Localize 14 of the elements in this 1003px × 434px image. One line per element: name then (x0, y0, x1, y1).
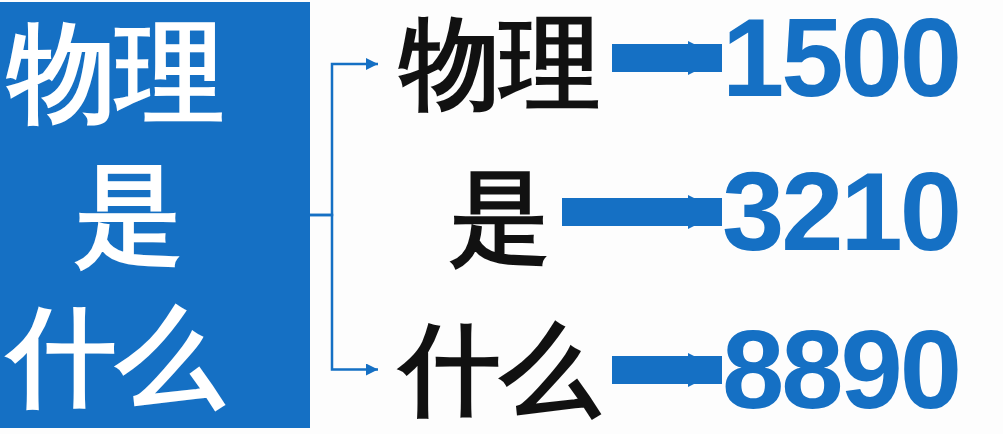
topic-word: 是 (449, 168, 551, 268)
title-text: 物理 (5, 19, 224, 127)
title-text: 什么 (0, 303, 224, 411)
title-box (0, 2, 310, 428)
topic-word: 什么 (378, 319, 622, 420)
topic-word: 物理 (397, 14, 601, 114)
block-arrow (612, 353, 722, 387)
title-text: 是 (73, 161, 183, 269)
number-value: 8890 (722, 314, 960, 426)
number-value: 3210 (722, 156, 960, 268)
block-arrow (562, 195, 722, 229)
number-value: 1500 (722, 2, 960, 114)
bracket-arrow (310, 213, 378, 376)
block-arrow (612, 41, 722, 75)
